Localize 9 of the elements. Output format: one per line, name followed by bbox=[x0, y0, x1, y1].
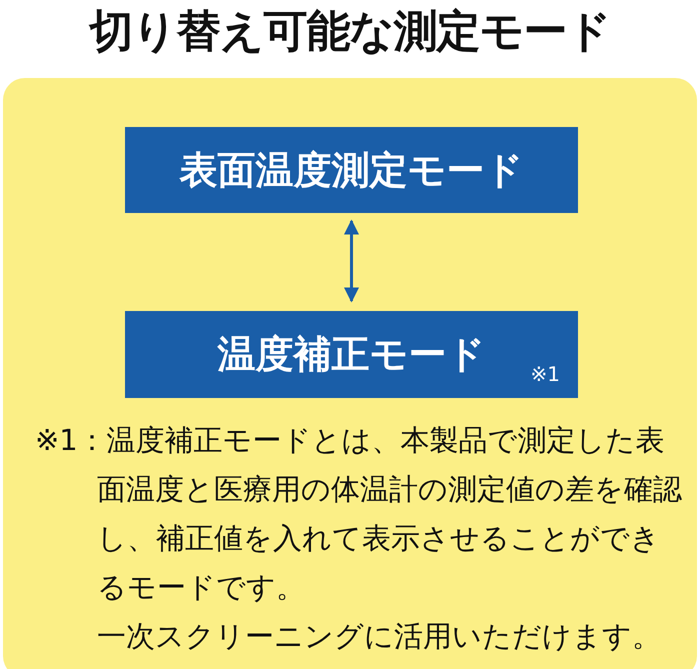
mode-label: 温度補正モード bbox=[218, 331, 486, 378]
note-text: 一次スクリーニングに活用いただけます。 bbox=[97, 618, 662, 655]
footnote-mark: ※1 bbox=[530, 362, 560, 386]
mode-label: 表面温度測定モード bbox=[180, 146, 524, 194]
double-arrow bbox=[344, 220, 359, 302]
title: 切り替え可能な測定モード bbox=[88, 5, 612, 59]
footnote-text: ※1：温度補正モードとは、本製品で測定した表面温度と医療用の体温計の測定値の差を確認し、補正値を入れて表示させることができるモードです。 bbox=[35, 422, 683, 606]
mode-box bbox=[125, 311, 578, 398]
mode-box bbox=[125, 127, 578, 213]
